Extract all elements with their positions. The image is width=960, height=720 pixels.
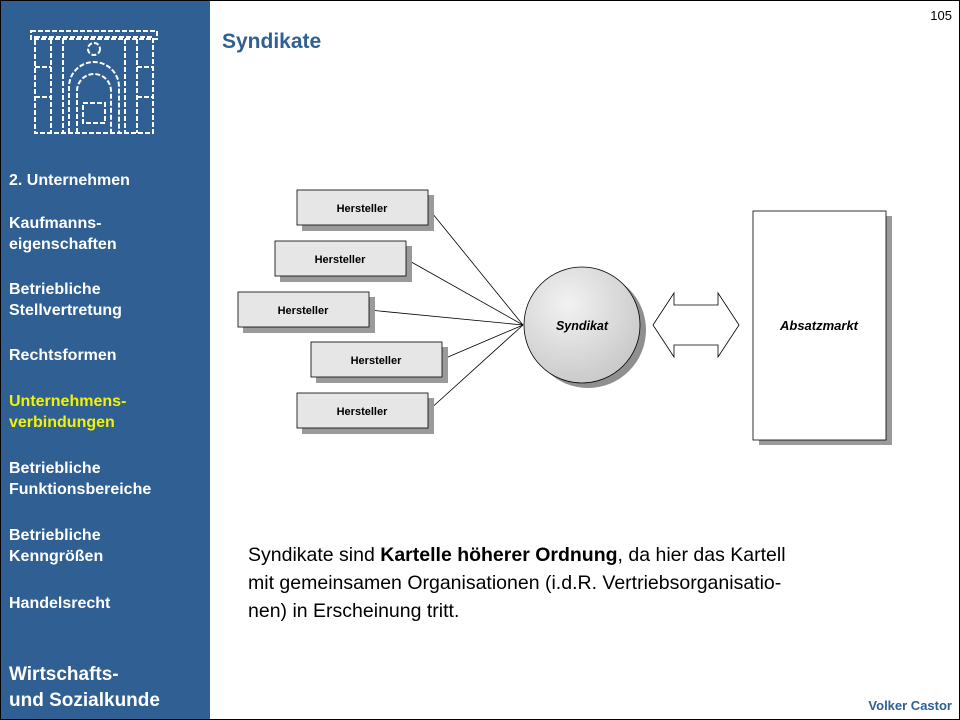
producer-box: Hersteller (237, 291, 375, 333)
producer-label: Hersteller (337, 406, 388, 418)
body-rest: , da hier das Kartell mit gemeinsamen Or… (248, 544, 786, 622)
producer-box: Hersteller (274, 240, 412, 282)
market-box: Absatzmarkt (752, 210, 892, 445)
body-intro: Syndikate sind (248, 544, 381, 566)
producer-box: Hersteller (296, 189, 434, 231)
producer-label: Hersteller (315, 254, 366, 266)
producer-box: Hersteller (296, 392, 434, 434)
nav-item-stellvertretung[interactable]: Betriebliche Stellvertretung (9, 281, 122, 319)
sidebar: 2. Unternehmen Kaufmanns- eigenschaften … (1, 1, 210, 719)
market-label: Absatzmarkt (779, 318, 859, 333)
nav-footer-wirtschafts-sozialkunde[interactable]: Wirtschafts- und Sozialkunde (9, 664, 160, 711)
nav-item-kaufmannseigenschaften[interactable]: Kaufmanns- eigenschaften (9, 215, 117, 253)
page-number: 105 (930, 8, 952, 23)
author-name: Volker Castor (868, 698, 952, 713)
body-paragraph: Syndikate sind Kartelle höherer Ordnung,… (248, 541, 928, 625)
nav-item-rechtsformen[interactable]: Rechtsformen (9, 347, 117, 364)
connector-lines (368, 207, 524, 412)
nav-item-funktionsbereiche[interactable]: Betriebliche Funktionsbereiche (9, 460, 152, 498)
nav-item-kenngroessen[interactable]: Betriebliche Kenngrößen (9, 527, 104, 565)
producer-label: Hersteller (337, 203, 388, 215)
producer-box: Hersteller (310, 341, 448, 383)
producer-label: Hersteller (278, 305, 329, 317)
page-title: Syndikate (222, 30, 322, 53)
hub-label: Syndikat (556, 319, 609, 333)
nav-item-unternehmensverbindungen[interactable]: Unternehmens- verbindungen (9, 393, 127, 431)
nav-item-handelsrecht[interactable]: Handelsrecht (9, 595, 111, 612)
double-arrow-icon (652, 291, 740, 359)
producer-label: Hersteller (351, 355, 402, 367)
nav-item-unternehmen[interactable]: 2. Unternehmen (9, 172, 130, 189)
building-logo (30, 30, 158, 134)
body-emphasis: Kartelle höherer Ordnung (380, 544, 618, 566)
syndikat-hub: Syndikat (523, 266, 646, 388)
